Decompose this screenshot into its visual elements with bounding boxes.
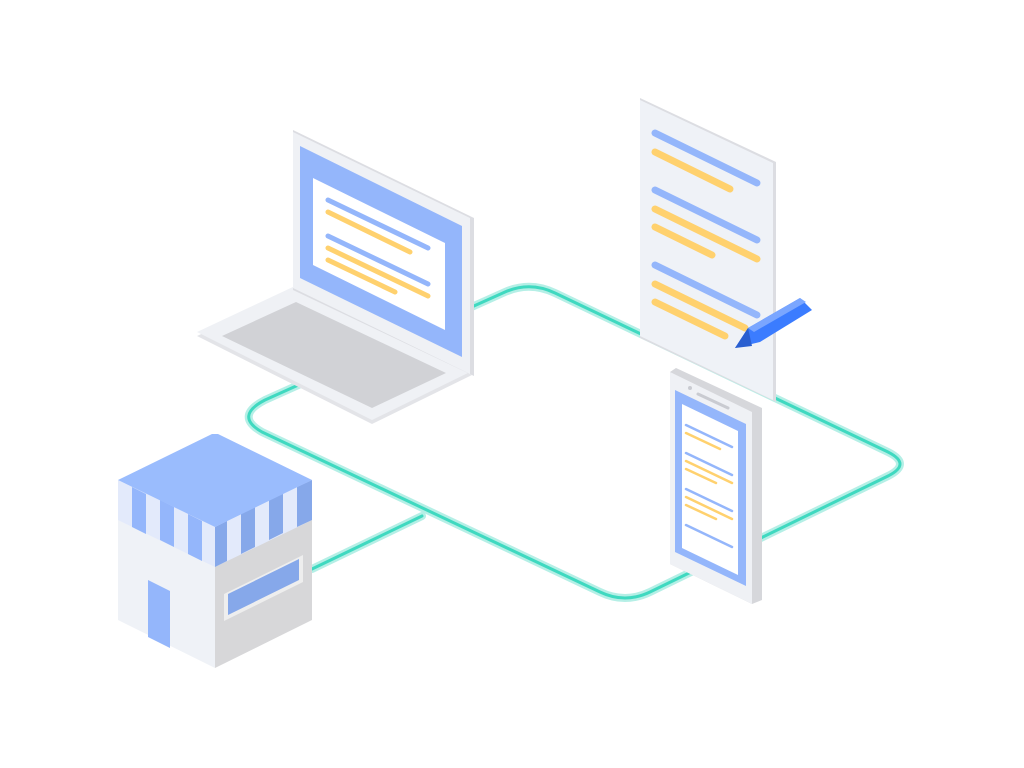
laptop-icon: [197, 130, 474, 424]
laptop-text-lines: [325, 197, 431, 299]
document-icon: [640, 98, 776, 402]
connection-track: [244, 282, 904, 602]
phone-icon: [670, 368, 762, 604]
pen-icon: [735, 298, 812, 348]
store-icon: [118, 434, 312, 668]
